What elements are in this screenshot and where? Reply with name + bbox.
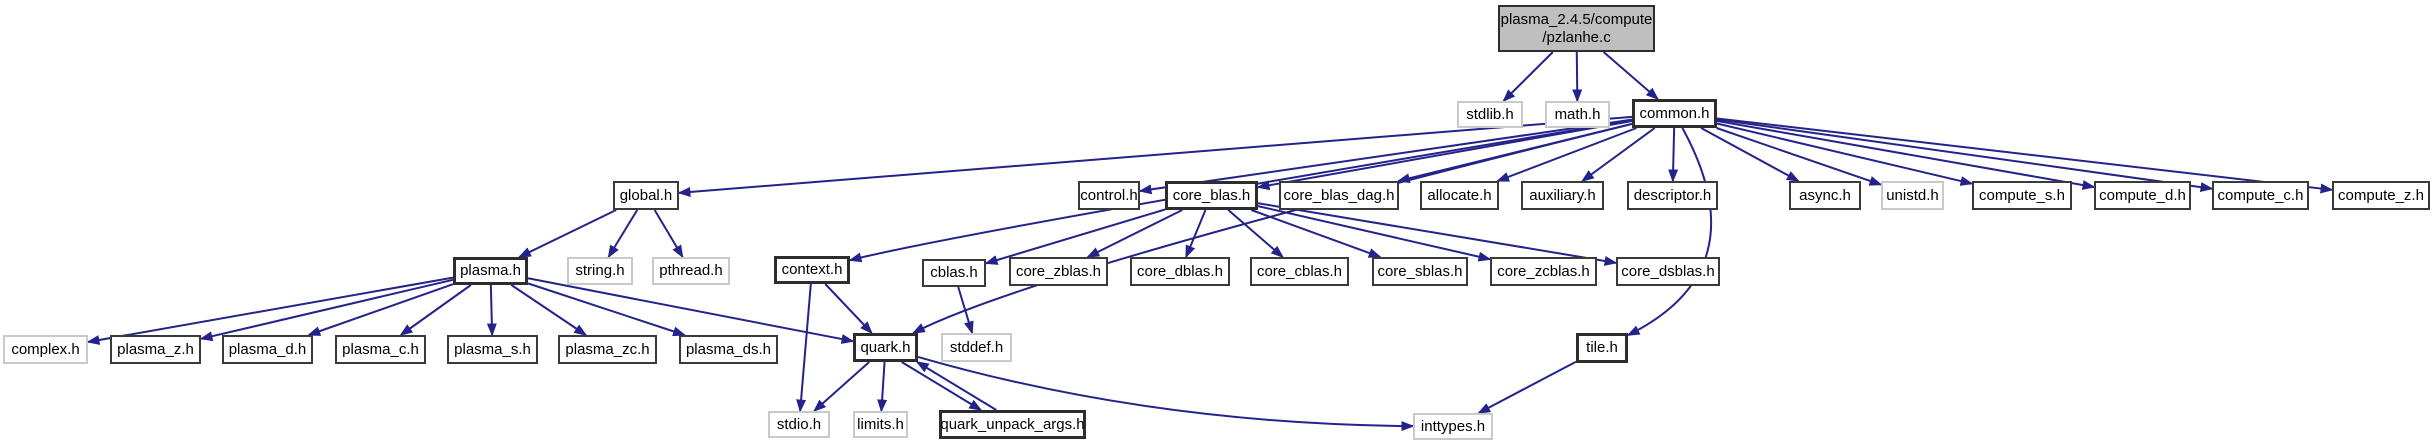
graph-node-cblas-h[interactable]: cblas.h: [922, 259, 986, 287]
edge-global-h-to-string-h: [607, 209, 639, 259]
edge-common-h-to-quark-h: [911, 122, 1633, 334]
graph-node-limits-h: limits.h: [853, 411, 908, 438]
graph-node-core-dsblas-h[interactable]: core_dsblas.h: [1616, 257, 1720, 286]
graph-node-plasma-c-h[interactable]: plasma_c.h: [335, 335, 426, 364]
graph-node-core-zblas-h[interactable]: core_zblas.h: [1009, 257, 1108, 286]
graph-node-global-h[interactable]: global.h: [613, 181, 679, 210]
edge-core-blas-h-to-core-sblas-h: [1250, 209, 1382, 258]
edge-common-h-to-compute-s-h: [1716, 122, 1974, 186]
edge-core-blas-h-to-core-cblas-h: [1227, 209, 1284, 258]
edge-context-h-to-stdio-h: [796, 283, 812, 413]
graph-node-plasma-ds-h[interactable]: plasma_ds.h: [679, 335, 778, 364]
graph-node-auxiliary-h[interactable]: auxiliary.h: [1521, 181, 1604, 210]
graph-node-stdlib-h: stdlib.h: [1457, 101, 1523, 128]
graph-node-common-h[interactable]: common.h: [1632, 99, 1717, 128]
edge-plasma-h-to-plasma-s-h: [486, 284, 497, 337]
edge-common-h-to-compute-z-h: [1716, 117, 2334, 194]
graph-node-control-h[interactable]: control.h: [1078, 181, 1140, 210]
edge-common-h-to-compute-c-h: [1716, 118, 2214, 193]
edge-common-h-to-compute-d-h: [1716, 119, 2096, 190]
edge-common-h-to-descriptor-h: [1668, 127, 1679, 183]
edge-common-h-to-auxiliary-h: [1581, 127, 1656, 182]
edge-common-h-to-allocate-h: [1496, 127, 1637, 182]
edge-core-blas-h-to-core-zcblas-h: [1257, 205, 1492, 262]
graph-node-plasma-z-h[interactable]: plasma_z.h: [110, 335, 201, 364]
graph-node-core-cblas-h[interactable]: core_cblas.h: [1250, 257, 1349, 286]
graph-node-compute-c-h[interactable]: compute_c.h: [2212, 181, 2309, 210]
edge-cblas-h-to-stddef-h: [957, 286, 974, 335]
graph-node-inttypes-h: inttypes.h: [1413, 413, 1493, 440]
edge-tile-h-to-inttypes-h: [1477, 360, 1577, 414]
edge-pzlanhe-c-to-common-h: [1602, 51, 1659, 100]
graph-node-plasma-zc-h[interactable]: plasma_zc.h: [558, 335, 657, 364]
graph-node-core-sblas-h[interactable]: core_sblas.h: [1372, 257, 1468, 286]
graph-node-plasma-s-h[interactable]: plasma_s.h: [447, 335, 538, 364]
edge-common-h-to-tile-h: [1626, 127, 1713, 337]
edge-plasma-h-to-plasma-z-h: [199, 278, 454, 342]
graph-node-plasma-h[interactable]: plasma.h: [453, 257, 528, 285]
graph-node-tile-h[interactable]: tile.h: [1576, 333, 1628, 363]
graph-node-allocate-h[interactable]: allocate.h: [1420, 181, 1499, 210]
edge-plasma-h-to-quark-h: [527, 277, 855, 344]
graph-node-stddef-h: stddef.h: [941, 333, 1012, 362]
graph-node-plasma-d-h[interactable]: plasma_d.h: [222, 335, 313, 364]
edge-core-blas-h-to-cblas-h: [984, 208, 1166, 265]
graph-node-context-h[interactable]: context.h: [774, 256, 850, 284]
edge-common-h-to-core-blas-h: [1256, 120, 1633, 191]
edge-common-h-to-control-h: [1138, 118, 1633, 195]
graph-node-core-zcblas-h[interactable]: core_zcblas.h: [1490, 257, 1597, 286]
graph-node-stdio-h: stdio.h: [768, 411, 830, 438]
graph-node-pthread-h: pthread.h: [652, 257, 730, 285]
edge-quark-h-to-limits-h: [877, 361, 888, 413]
edge-global-h-to-pthread-h: [653, 209, 684, 259]
edge-plasma-h-to-plasma-zc-h: [510, 284, 588, 336]
graph-node-string-h: string.h: [567, 257, 633, 285]
graph-node-compute-z-h[interactable]: compute_z.h: [2332, 181, 2430, 210]
edge-quark-h-to-inttypes-h: [917, 355, 1415, 432]
graph-node-quark-h[interactable]: quark.h: [853, 333, 918, 362]
graph-node-quark-unpack-args-h[interactable]: quark_unpack_args.h: [939, 410, 1086, 439]
edge-quark-h-to-quark-unpack-args-h: [901, 361, 983, 411]
graph-node-compute-s-h[interactable]: compute_s.h: [1972, 181, 2072, 210]
edge-global-h-to-plasma-h: [517, 209, 617, 258]
edge-plasma-h-to-plasma-d-h: [307, 283, 454, 336]
edge-common-h-to-unistd-h: [1716, 127, 1883, 186]
graph-node-descriptor-h[interactable]: descriptor.h: [1627, 181, 1718, 210]
edge-core-blas-h-to-core-dsblas-h: [1257, 202, 1618, 266]
edge-pzlanhe-c-to-math-h: [1572, 51, 1583, 103]
graph-node-math-h: math.h: [1545, 101, 1610, 128]
edge-plasma-h-to-plasma-c-h: [399, 284, 472, 336]
edge-common-h-to-context-h: [848, 119, 1633, 263]
graph-node-pzlanhe-c: plasma_2.4.5/compute /pzlanhe.c: [1498, 5, 1655, 52]
edge-common-h-to-global-h: [677, 115, 1633, 197]
graph-node-core-dblas-h[interactable]: core_dblas.h: [1130, 257, 1230, 286]
edge-plasma-h-to-complex-h: [86, 276, 454, 345]
graph-node-core-blas-h[interactable]: core_blas.h: [1165, 181, 1258, 210]
edge-common-h-to-async-h: [1700, 127, 1800, 182]
edge-core-blas-h-to-core-dblas-h: [1185, 209, 1207, 259]
edge-context-h-to-quark-h: [824, 283, 873, 335]
edge-quark-h-to-stdio-h: [813, 361, 870, 412]
graph-node-complex-h: complex.h: [3, 335, 88, 364]
graph-node-core-blas-dag-h[interactable]: core_blas_dag.h: [1279, 181, 1399, 210]
edge-core-blas-h-to-core-zblas-h: [1086, 209, 1183, 258]
graph-node-unistd-h: unistd.h: [1881, 181, 1944, 210]
edge-plasma-h-to-plasma-ds-h: [527, 282, 686, 337]
graph-node-async-h[interactable]: async.h: [1789, 181, 1861, 210]
graph-node-compute-d-h[interactable]: compute_d.h: [2094, 181, 2191, 210]
edge-pzlanhe-c-to-stdlib-h: [1502, 51, 1554, 103]
edge-quark-unpack-args-h-to-quark-h: [915, 361, 997, 411]
